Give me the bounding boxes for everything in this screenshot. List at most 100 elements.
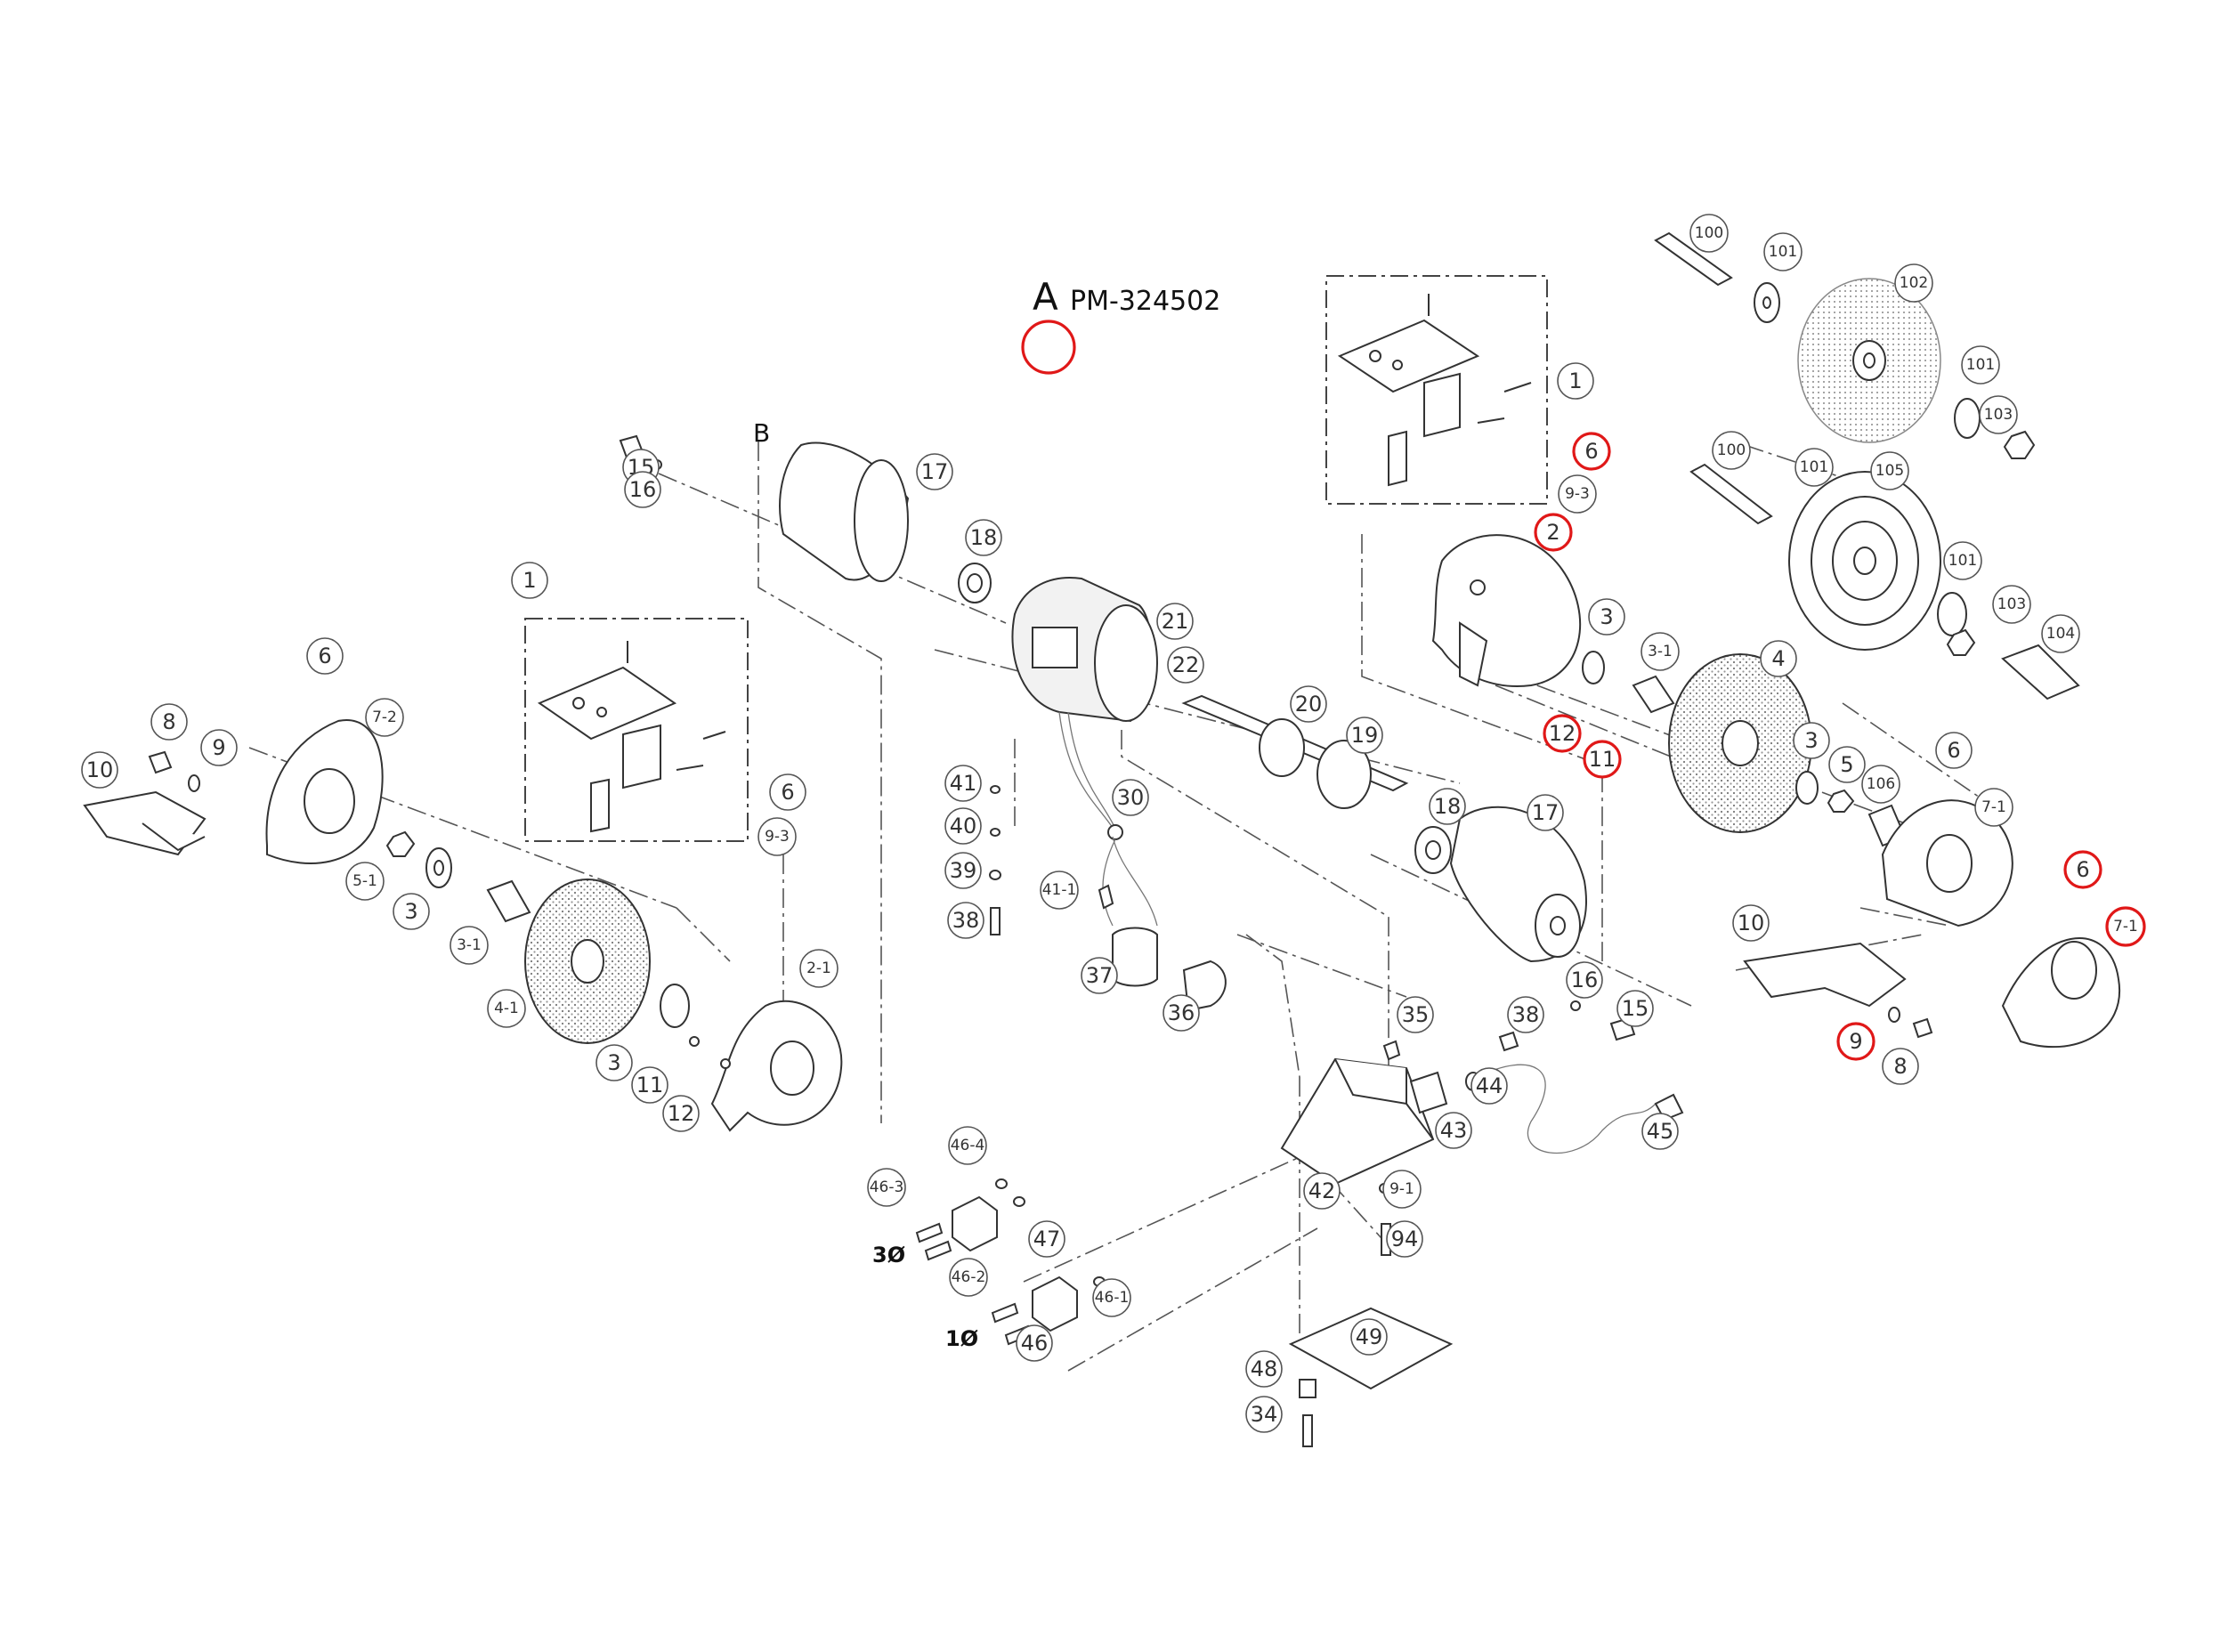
accessories-upper-right bbox=[1654, 231, 2080, 700]
callout-label: 3-1 bbox=[457, 936, 482, 954]
callout-label: 34 bbox=[1251, 1402, 1278, 1427]
callout-12: 12 bbox=[662, 1095, 700, 1132]
callout-45: 45 bbox=[1641, 1113, 1679, 1150]
callout-40: 40 bbox=[944, 807, 982, 845]
callout-circle bbox=[1836, 1022, 1875, 1061]
callout-circle bbox=[1641, 632, 1680, 671]
callout-101: 101 bbox=[1961, 345, 2000, 385]
callout-6: 6 bbox=[2063, 850, 2102, 889]
callout-circle bbox=[393, 893, 430, 930]
callout-label: 18 bbox=[970, 525, 998, 550]
callout-42: 42 bbox=[1303, 1172, 1341, 1210]
callout-44: 44 bbox=[1470, 1067, 1508, 1105]
callout-label: 17 bbox=[921, 459, 949, 484]
callout-label: 6 bbox=[1584, 439, 1598, 464]
callout-label: 38 bbox=[952, 908, 980, 933]
callout-circle bbox=[631, 1066, 668, 1104]
switch-assembly-right bbox=[1337, 294, 1532, 487]
callout-circle bbox=[1534, 513, 1573, 552]
callout-circle bbox=[1507, 996, 1544, 1033]
callout-41-1: 41-1 bbox=[1040, 871, 1079, 910]
callout-circle bbox=[624, 471, 661, 508]
callout-circle bbox=[1543, 714, 1582, 753]
callout-4: 4 bbox=[1760, 640, 1797, 677]
callout-circle bbox=[1527, 794, 1564, 831]
callout-label: 41-1 bbox=[1042, 881, 1077, 899]
callout-label: 37 bbox=[1086, 963, 1114, 988]
callout-label: 101 bbox=[1800, 458, 1828, 476]
callout-circle bbox=[2105, 906, 2146, 947]
callout-100: 100 bbox=[1712, 431, 1751, 470]
callout-2-1: 2-1 bbox=[799, 949, 838, 988]
callout-label: 9-1 bbox=[1389, 1180, 1414, 1198]
callout-101: 101 bbox=[1794, 448, 1834, 487]
callout-label: 3 bbox=[607, 1050, 620, 1075]
callout-circle bbox=[1156, 603, 1194, 640]
callout-10: 10 bbox=[1732, 904, 1770, 942]
switch-parts bbox=[915, 1178, 1106, 1346]
callout-18: 18 bbox=[1429, 788, 1466, 825]
callout-6: 6 bbox=[306, 637, 344, 675]
callout-label: 10 bbox=[1738, 911, 1765, 935]
callout-49: 49 bbox=[1350, 1318, 1388, 1356]
callout-circle bbox=[944, 765, 982, 802]
callout-4-1: 4-1 bbox=[487, 989, 526, 1028]
callout-103: 103 bbox=[1979, 395, 2018, 434]
callout-label: 46-3 bbox=[870, 1178, 904, 1196]
callout-label: 43 bbox=[1440, 1118, 1468, 1143]
motor-assembly bbox=[619, 434, 1636, 1041]
callout-8: 8 bbox=[1882, 1048, 1919, 1085]
callout-12: 12 bbox=[1543, 714, 1582, 753]
callout-circle bbox=[1092, 1278, 1131, 1317]
callout-circle bbox=[1882, 1048, 1919, 1085]
callout-7-1: 7-1 bbox=[2105, 906, 2146, 947]
callout-11: 11 bbox=[631, 1066, 668, 1104]
callout-18: 18 bbox=[965, 519, 1002, 556]
callout-circle bbox=[1028, 1220, 1065, 1258]
callout-1: 1 bbox=[1557, 362, 1594, 400]
phase-label-3: 3Ø bbox=[872, 1243, 905, 1267]
callout-label: 7-1 bbox=[2113, 918, 2138, 935]
callout-label: 18 bbox=[1434, 794, 1462, 819]
callout-20: 20 bbox=[1290, 685, 1327, 723]
callout-circle bbox=[662, 1095, 700, 1132]
callout-circle bbox=[365, 698, 404, 737]
callout-circle bbox=[1641, 1113, 1679, 1150]
callout-circle bbox=[1112, 779, 1149, 816]
callout-label: 5-1 bbox=[352, 872, 377, 890]
callout-circle bbox=[1894, 263, 1933, 303]
callout-38: 38 bbox=[947, 902, 984, 939]
callout-102: 102 bbox=[1894, 263, 1933, 303]
callout-94: 94 bbox=[1386, 1220, 1423, 1258]
callout-34: 34 bbox=[1245, 1396, 1283, 1433]
callout-46-3: 46-3 bbox=[867, 1168, 906, 1207]
callout-circle bbox=[1558, 474, 1597, 514]
callout-circle bbox=[916, 453, 953, 490]
callout-46-2: 46-2 bbox=[949, 1258, 988, 1297]
callout-circle bbox=[345, 862, 385, 901]
callout-6: 6 bbox=[1572, 432, 1611, 471]
callout-circle bbox=[1470, 1067, 1508, 1105]
callout-circle bbox=[1346, 717, 1383, 754]
reference-letter: A bbox=[1033, 275, 1058, 319]
callout-label: 3-1 bbox=[1648, 643, 1673, 660]
callout-101: 101 bbox=[1763, 232, 1803, 271]
callout-circle bbox=[1572, 432, 1611, 471]
callout-label: 3 bbox=[1804, 728, 1818, 753]
callout-circle bbox=[1828, 746, 1866, 783]
callout-label: 15 bbox=[1622, 996, 1649, 1021]
callout-3: 3 bbox=[1793, 722, 1830, 759]
callout-46-4: 46-4 bbox=[948, 1126, 987, 1165]
callout-105: 105 bbox=[1870, 451, 1909, 490]
right-wheel-assembly bbox=[1431, 534, 2121, 1049]
callout-9-3: 9-3 bbox=[1558, 474, 1597, 514]
callout-circle bbox=[306, 637, 344, 675]
reference-code: PM-324502 bbox=[1070, 286, 1220, 317]
callout-circle bbox=[1870, 451, 1909, 490]
callout-label: 100 bbox=[1717, 441, 1746, 459]
callout-label: 11 bbox=[1589, 747, 1616, 772]
callout-circle bbox=[1245, 1350, 1283, 1388]
callout-46-1: 46-1 bbox=[1092, 1278, 1131, 1317]
callout-label: 42 bbox=[1308, 1178, 1336, 1203]
